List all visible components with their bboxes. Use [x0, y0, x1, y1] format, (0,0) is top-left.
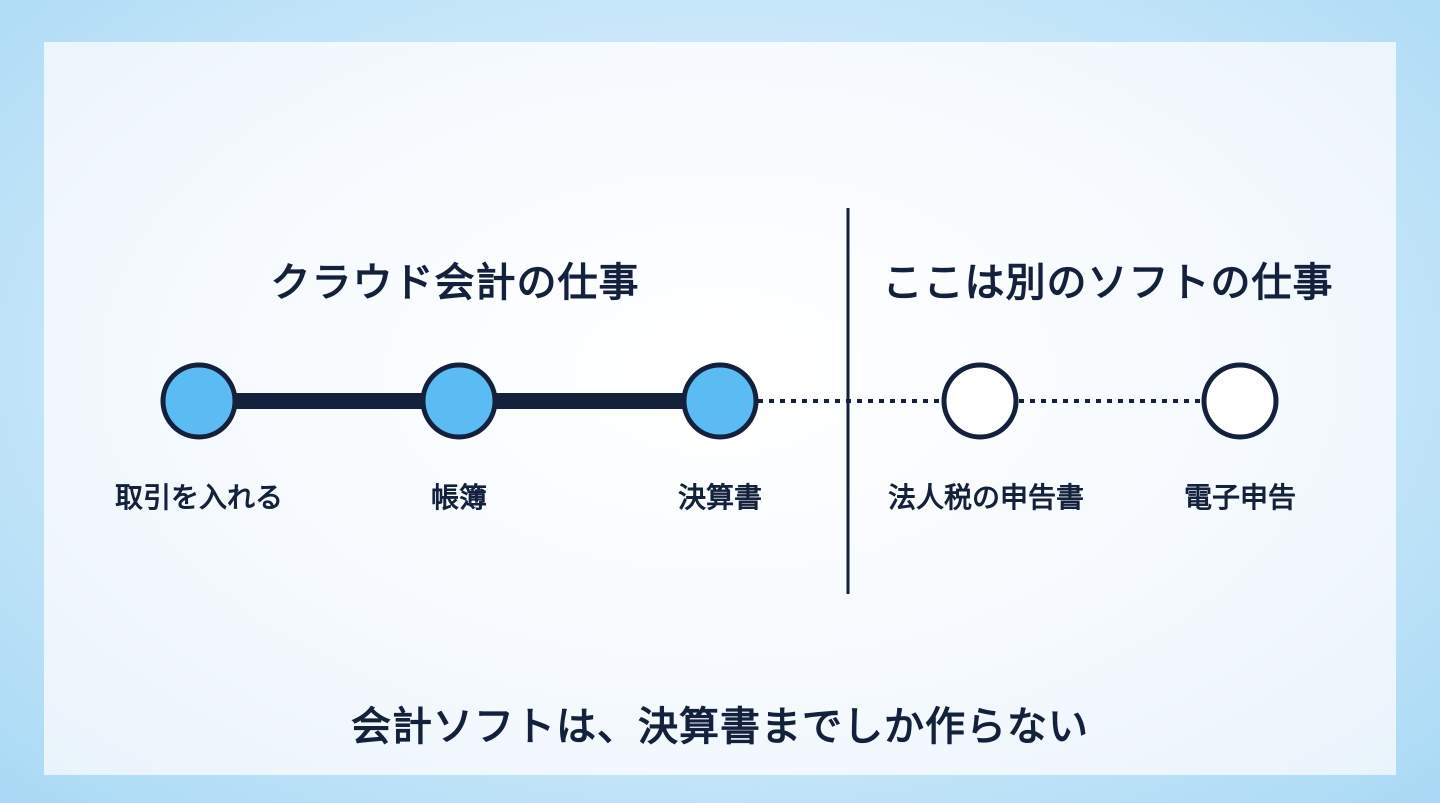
step-label-corporate-tax-return: 法人税の申告書: [887, 481, 1085, 514]
heading-other-software: ここは別のソフトの仕事: [882, 260, 1334, 306]
step-node: [1201, 362, 1279, 440]
step-node: [420, 362, 498, 440]
step-label-financial-statements: 決算書: [677, 481, 763, 514]
footer-caption: 会計ソフトは、決算書までしか作らない: [351, 704, 1089, 750]
step-node: [681, 362, 759, 440]
step-node: [160, 362, 238, 440]
heading-cloud-accounting: クラウド会計の仕事: [270, 260, 640, 306]
step-node: [941, 362, 1019, 440]
step-label-e-filing: 電子申告: [1183, 481, 1297, 514]
step-label-enter-transactions: 取引を入れる: [114, 481, 284, 514]
step-label-ledger: 帳簿: [430, 481, 488, 514]
